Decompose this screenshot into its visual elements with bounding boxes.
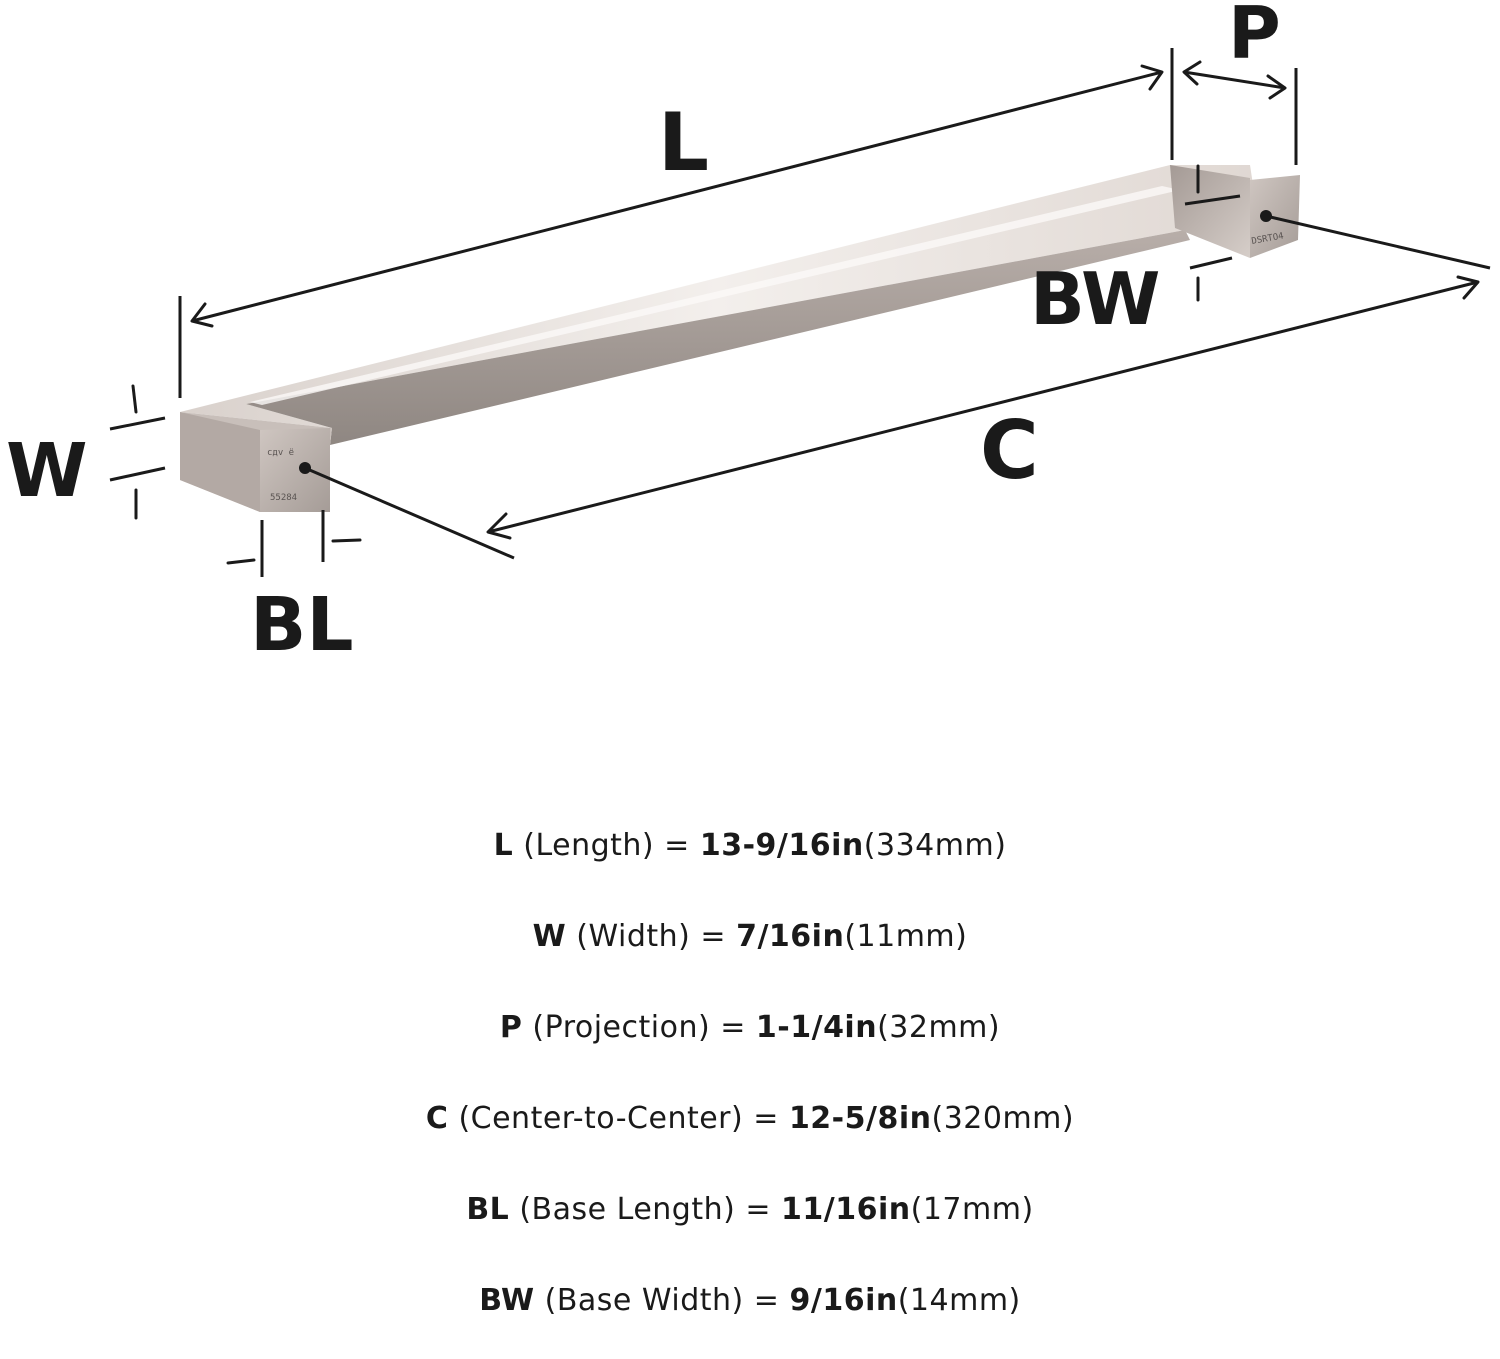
spec-name: (Width) = xyxy=(576,919,727,954)
center-left-leader xyxy=(304,466,515,560)
spec-metric: (17mm) xyxy=(910,1192,1034,1227)
spec-value: 11/16in xyxy=(781,1192,911,1227)
spec-base-length: BL (Base Length) = 11/16in(17mm) xyxy=(0,1164,1500,1255)
base-length-arrow-left xyxy=(226,558,256,565)
left-emboss-bottom: 55284 xyxy=(270,493,297,503)
spec-name: (Base Length) = xyxy=(519,1192,771,1227)
handle-bar-front xyxy=(246,230,1190,445)
left-end-side xyxy=(180,412,260,512)
spec-length: L (Length) = 13-9/16in(334mm) xyxy=(0,800,1500,891)
label-base-width: BW xyxy=(1030,257,1160,341)
label-center: C xyxy=(980,404,1039,497)
spec-value: 13-9/16in xyxy=(699,828,864,863)
dimension-specifications: L (Length) = 13-9/16in(334mm) W (Width) … xyxy=(0,800,1500,1346)
handle-bar-highlight xyxy=(250,186,1180,405)
spec-metric: (14mm) xyxy=(897,1283,1021,1318)
right-leg-inner xyxy=(1170,165,1250,258)
length-dimension-line xyxy=(191,70,1163,323)
center-arrow-left xyxy=(486,512,512,540)
left-emboss-top: cдv ё xyxy=(267,448,294,458)
cabinet-pull-handle: cдv ё 55284 DSRTO4 xyxy=(180,165,1300,512)
label-length: L xyxy=(658,96,709,189)
label-projection: P xyxy=(1228,0,1281,75)
right-end-face xyxy=(1250,175,1300,258)
spec-key: W xyxy=(532,919,567,954)
projection-arrow-left xyxy=(1182,60,1202,86)
length-arrow-right xyxy=(1140,64,1164,91)
dimension-lines xyxy=(109,48,1491,577)
length-arrow-left xyxy=(190,302,214,328)
spec-name: (Base Width) = xyxy=(544,1283,780,1318)
center-arrow-right xyxy=(1456,275,1480,300)
projection-dimension-line xyxy=(1183,70,1286,90)
handle-dimension-diagram: cдv ё 55284 DSRTO4 xyxy=(6,0,1491,668)
spec-metric: (334mm) xyxy=(863,828,1007,863)
center-dimension-line xyxy=(487,280,1479,534)
spec-center-to-center: C (Center-to-Center) = 12-5/8in(320mm) xyxy=(0,1073,1500,1164)
spec-key: P xyxy=(499,1010,523,1045)
spec-name: (Length) = xyxy=(523,828,690,863)
label-base-length: BL xyxy=(250,582,354,668)
spec-metric: (11mm) xyxy=(844,919,968,954)
spec-value: 12-5/8in xyxy=(788,1101,932,1136)
spec-value: 7/16in xyxy=(736,919,845,954)
center-right-leader xyxy=(1265,214,1491,270)
spec-name: (Projection) = xyxy=(532,1010,746,1045)
spec-width: W (Width) = 7/16in(11mm) xyxy=(0,891,1500,982)
spec-metric: (320mm) xyxy=(931,1101,1075,1136)
spec-projection: P (Projection) = 1-1/4in(32mm) xyxy=(0,982,1500,1073)
spec-key: C xyxy=(425,1101,449,1136)
spec-name: (Center-to-Center) = xyxy=(458,1101,779,1136)
spec-key: BL xyxy=(466,1192,510,1227)
spec-key: L xyxy=(493,828,514,863)
spec-key: BW xyxy=(479,1283,535,1318)
width-arrow-top xyxy=(131,384,138,414)
left-end-front xyxy=(260,428,330,512)
spec-value: 9/16in xyxy=(789,1283,898,1318)
base-length-arrow-right xyxy=(331,538,362,543)
spec-base-width: BW (Base Width) = 9/16in(14mm) xyxy=(0,1255,1500,1346)
projection-arrow-right xyxy=(1266,74,1287,100)
label-width: W xyxy=(6,428,88,514)
spec-value: 1-1/4in xyxy=(755,1010,878,1045)
spec-metric: (32mm) xyxy=(877,1010,1001,1045)
